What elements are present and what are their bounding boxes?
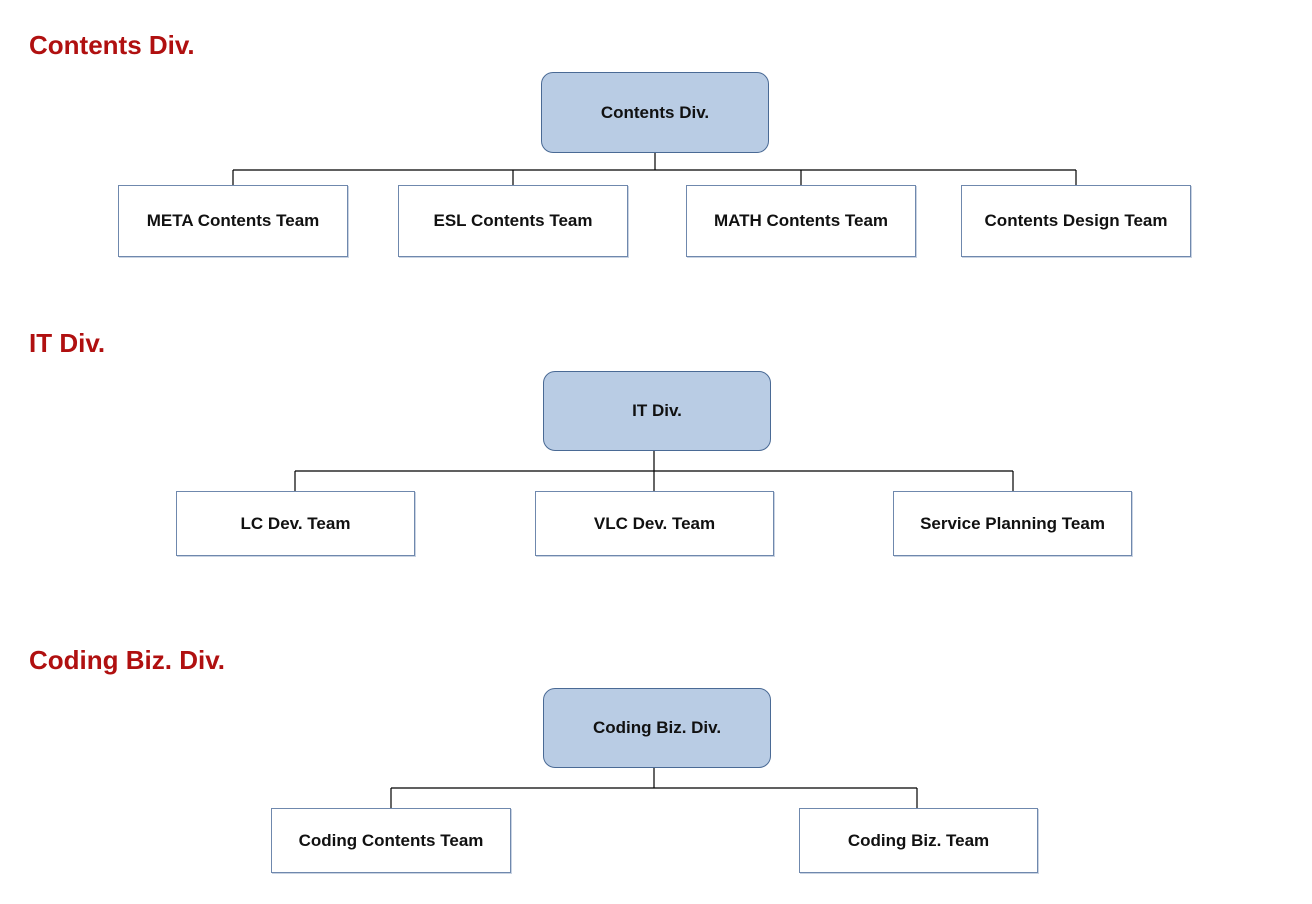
team-node-service-planning: Service Planning Team — [893, 491, 1132, 556]
team-node-meta-contents: META Contents Team — [118, 185, 348, 257]
team-node-coding-biz: Coding Biz. Team — [799, 808, 1038, 873]
team-node-coding-contents: Coding Contents Team — [271, 808, 511, 873]
division-node-contents: Contents Div. — [541, 72, 769, 153]
team-node-esl-contents: ESL Contents Team — [398, 185, 628, 257]
team-node-lc-dev: LC Dev. Team — [176, 491, 415, 556]
section-title-contents: Contents Div. — [29, 30, 195, 60]
team-node-vlc-dev: VLC Dev. Team — [535, 491, 774, 556]
section-title-coding-biz: Coding Biz. Div. — [29, 645, 225, 675]
team-node-math-contents: MATH Contents Team — [686, 185, 916, 257]
division-node-it: IT Div. — [543, 371, 771, 451]
section-title-it: IT Div. — [29, 328, 106, 358]
team-node-contents-design: Contents Design Team — [961, 185, 1191, 257]
division-node-coding-biz: Coding Biz. Div. — [543, 688, 771, 768]
